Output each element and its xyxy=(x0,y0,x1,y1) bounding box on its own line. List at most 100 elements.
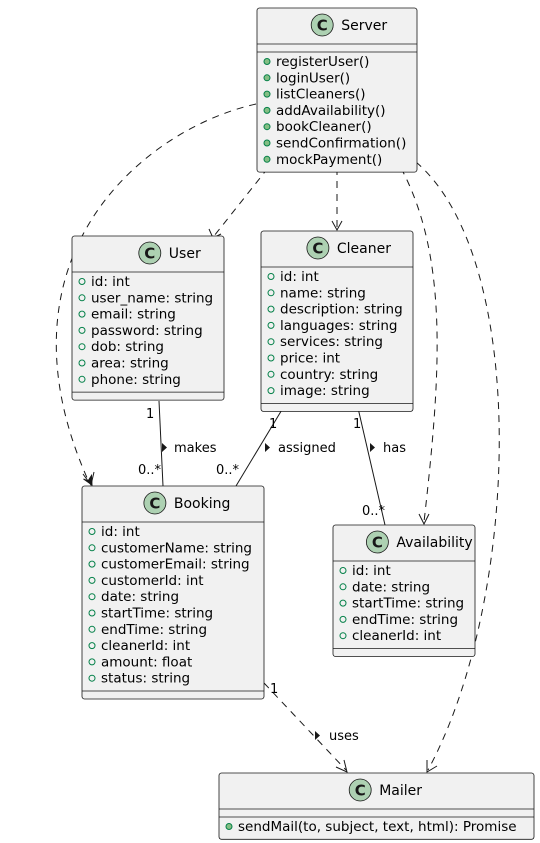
class-badge-letter: C xyxy=(149,495,160,513)
field-user-1: user_name: string xyxy=(78,290,213,306)
class-badge-letter: C xyxy=(372,534,383,552)
class-box-availability xyxy=(332,524,476,657)
class-mailer: C Mailer sendMail(to, subject, text, html)… xyxy=(218,772,535,840)
method-text: listCleaners() xyxy=(276,87,366,103)
arrowhead-server-cleaner xyxy=(331,220,343,232)
field-availability-3: endTime: string xyxy=(339,612,458,628)
public-visibility-icon xyxy=(263,139,271,147)
field-text: cleanerId: int xyxy=(352,628,441,644)
field-user-2: email: string xyxy=(78,307,176,323)
field-booking-0: id: int xyxy=(88,524,140,540)
field-text: id: int xyxy=(101,524,140,540)
field-user-6: phone: string xyxy=(78,372,181,388)
public-visibility-icon xyxy=(78,375,86,383)
edge-booking-mailer xyxy=(263,682,347,771)
method-text: loginUser() xyxy=(276,70,350,86)
field-cleaner-0: id: int xyxy=(267,269,319,285)
public-visibility-icon xyxy=(78,278,86,285)
arrowhead-open-booking xyxy=(82,471,95,487)
public-visibility-icon xyxy=(339,583,347,591)
public-visibility-icon xyxy=(267,370,275,378)
field-user-5: area: string xyxy=(78,356,169,372)
label-assigned: assigned xyxy=(278,441,336,456)
field-text: image: string xyxy=(280,383,370,399)
field-text: customerName: string xyxy=(101,540,252,556)
public-visibility-icon xyxy=(267,387,275,395)
class-badge-letter: C xyxy=(355,782,366,800)
public-visibility-icon xyxy=(339,567,347,574)
edge-server-booking xyxy=(55,103,257,481)
class-badge-icon xyxy=(310,13,334,37)
field-text: endTime: string xyxy=(352,612,458,628)
field-text: id: int xyxy=(280,269,319,285)
public-visibility-icon xyxy=(267,273,275,280)
field-cleaner-6: country: string xyxy=(267,367,378,383)
public-visibility-icon xyxy=(225,823,233,830)
field-text: user_name: string xyxy=(91,290,213,306)
public-visibility-icon xyxy=(267,305,275,313)
field-cleaner-3: languages: string xyxy=(267,318,397,334)
field-text: password: string xyxy=(91,323,203,339)
field-text: amount: float xyxy=(101,654,192,670)
field-text: email: string xyxy=(91,307,176,323)
edge-server-user xyxy=(213,167,269,237)
class-badge-letter: C xyxy=(312,240,323,258)
public-visibility-icon xyxy=(263,74,271,82)
public-visibility-icon xyxy=(88,609,96,617)
field-availability-1: date: string xyxy=(339,579,430,595)
public-visibility-icon xyxy=(88,674,96,682)
class-layer: C Server registerUser()loginUser()listClea… xyxy=(71,7,535,840)
field-booking-4: date: string xyxy=(88,589,179,605)
public-visibility-icon xyxy=(263,58,271,65)
public-visibility-icon xyxy=(88,658,96,666)
mult-booking-makes: 0..* xyxy=(138,463,162,478)
field-availability-4: cleanerId: int xyxy=(339,628,441,644)
method-text: registerUser() xyxy=(276,54,369,70)
field-text: status: string xyxy=(101,671,190,687)
field-user-3: password: string xyxy=(78,323,203,339)
public-visibility-icon xyxy=(88,576,96,584)
class-name-server: Server xyxy=(341,18,387,34)
public-visibility-icon xyxy=(88,560,96,568)
public-visibility-icon xyxy=(267,289,275,297)
field-cleaner-5: price: int xyxy=(267,351,340,367)
method-server-5: sendConfirmation() xyxy=(263,136,406,152)
public-visibility-icon xyxy=(267,321,275,329)
class-name-booking: Booking xyxy=(174,496,231,512)
field-cleaner-1: name: string xyxy=(267,285,366,301)
public-visibility-icon xyxy=(78,310,86,318)
method-server-6: mockPayment() xyxy=(263,152,382,168)
method-mailer-0: sendMail(to, subject, text, html): Promi… xyxy=(225,819,517,835)
field-booking-6: endTime: string xyxy=(88,622,207,638)
field-booking-1: customerName: string xyxy=(88,540,252,556)
field-text: languages: string xyxy=(280,318,397,334)
field-text: description: string xyxy=(280,302,403,318)
public-visibility-icon xyxy=(263,123,271,131)
label-makes: makes xyxy=(174,441,217,456)
field-text: cleanerId: int xyxy=(101,638,190,654)
method-text: addAvailability() xyxy=(276,103,386,119)
field-text: dob: string xyxy=(91,339,164,355)
public-visibility-icon xyxy=(88,528,96,535)
field-booking-7: cleanerId: int xyxy=(88,638,190,654)
field-availability-2: startTime: string xyxy=(339,596,464,612)
class-badge-letter: C xyxy=(317,17,328,35)
class-server: C Server registerUser()loginUser()listClea… xyxy=(256,7,418,173)
field-text: name: string xyxy=(280,285,366,301)
mult-booking-assigned: 0..* xyxy=(216,463,240,478)
field-cleaner-4: services: string xyxy=(267,334,383,350)
method-text: sendConfirmation() xyxy=(276,136,406,152)
arrowhead-server-mailer xyxy=(426,760,438,773)
public-visibility-icon xyxy=(78,343,86,351)
class-name-mailer: Mailer xyxy=(379,783,422,799)
field-text: id: int xyxy=(352,563,391,579)
public-visibility-icon xyxy=(78,326,86,334)
field-text: startTime: string xyxy=(352,596,464,612)
public-visibility-icon xyxy=(88,642,96,650)
field-booking-9: status: string xyxy=(88,671,190,687)
class-badge-icon xyxy=(365,530,389,554)
association-edges xyxy=(158,400,386,526)
field-text: startTime: string xyxy=(101,606,213,622)
